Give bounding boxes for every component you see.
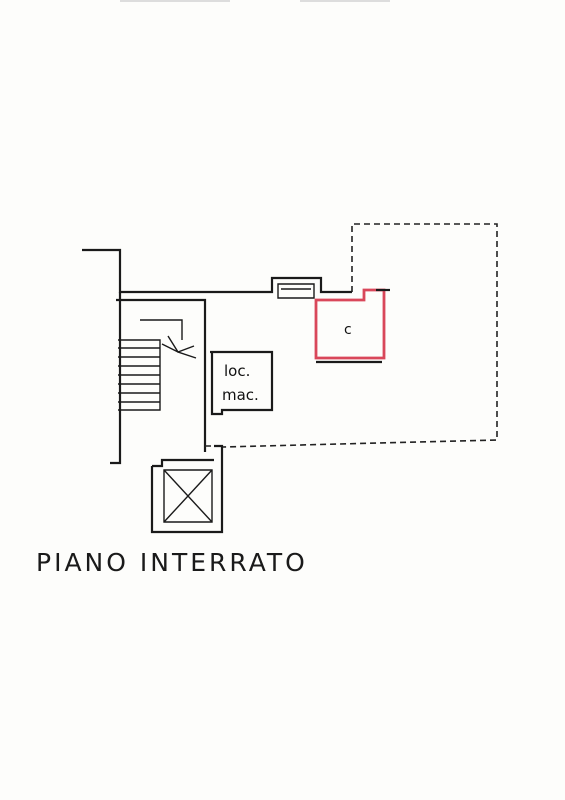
cellar-label: c — [344, 322, 352, 338]
scan-edge-mark — [300, 0, 390, 2]
lift-cross — [163, 469, 213, 523]
outer-wall-left — [110, 292, 122, 465]
machine-room-label-line2: mac. — [222, 386, 259, 404]
machine-room-label-line1: loc. — [224, 362, 250, 380]
machine-room-walls — [210, 350, 274, 416]
outer-wall-top — [82, 248, 352, 294]
stair-enclosure — [116, 298, 207, 452]
niche — [277, 283, 315, 299]
lift-shaft-outer — [150, 444, 224, 534]
scan-edge-mark — [120, 0, 230, 2]
stair-steps — [118, 335, 197, 403]
lift-shaft-top — [152, 458, 214, 468]
dashed-perimeter — [221, 223, 498, 448]
stair-core — [140, 319, 183, 340]
plan-title: PIANO INTERRATO — [36, 548, 308, 577]
